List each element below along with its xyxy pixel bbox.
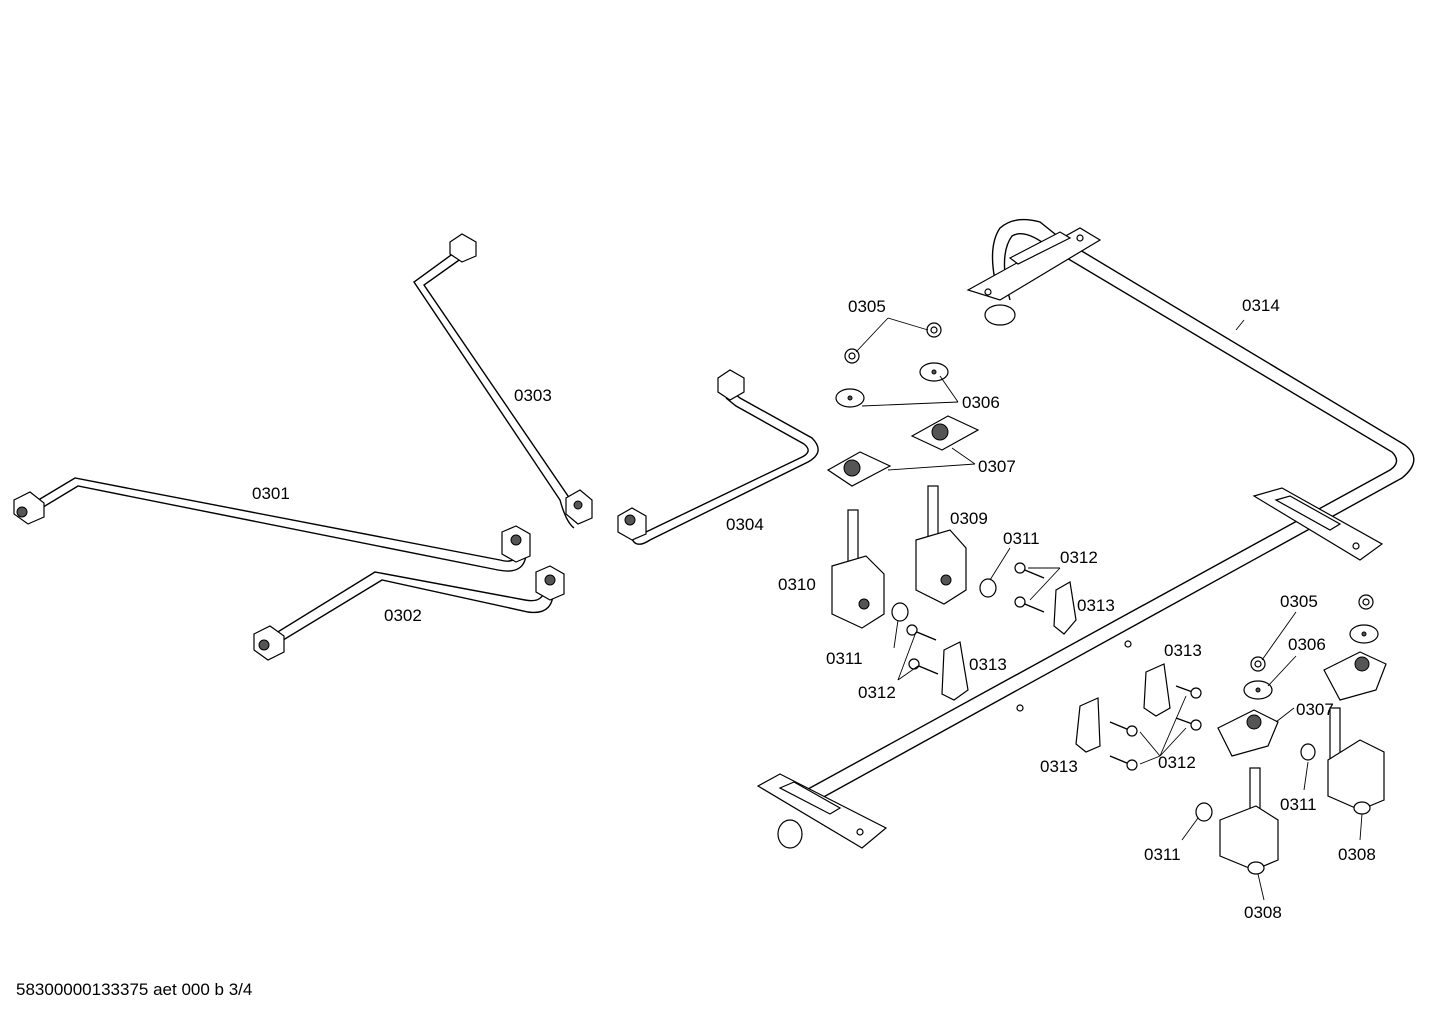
screw (1175, 685, 1202, 699)
label-0307: 0307 (1296, 700, 1334, 719)
label-0311: 0311 (1003, 529, 1040, 548)
lock-washer (926, 322, 942, 338)
label-0308: 0308 (1244, 903, 1282, 922)
label-0313: 0313 (969, 655, 1007, 674)
label-0305: 0305 (848, 297, 886, 316)
fitting-nut (449, 233, 477, 263)
label-0305: 0305 (1280, 592, 1318, 611)
label-0313: 0313 (1040, 757, 1078, 776)
burner-frame-0314 (756, 218, 1415, 849)
gas-valve-0308 (1327, 707, 1385, 815)
clip (1053, 581, 1077, 635)
label-0310: 0310 (778, 575, 816, 594)
gas-valve-0308 (1219, 767, 1279, 875)
lock-washer (1250, 656, 1266, 672)
label-0306: 0306 (1288, 635, 1326, 654)
lock-washer (1358, 594, 1374, 610)
screw (1014, 596, 1045, 613)
fitting-nut (717, 369, 745, 401)
flat-washer (1349, 624, 1379, 644)
fitting-nut (253, 625, 285, 661)
fitting-nut (617, 507, 647, 541)
clip (1143, 663, 1171, 717)
gas-valve-0309 (915, 485, 967, 605)
screw (908, 658, 939, 675)
label-0311: 0311 (1280, 795, 1317, 814)
label-0306: 0306 (962, 393, 1000, 412)
label-0307: 0307 (978, 457, 1016, 476)
label-0309: 0309 (950, 509, 988, 528)
fitting-nut (565, 489, 593, 525)
lock-washer (844, 348, 860, 364)
screw (906, 624, 937, 641)
label-0312: 0312 (858, 683, 896, 702)
seal-ring (891, 602, 909, 622)
fitting-nut (535, 565, 565, 601)
pipe-0303 (413, 233, 593, 529)
flat-washer (1243, 680, 1273, 700)
screw (1109, 755, 1138, 771)
label-0312: 0312 (1060, 548, 1098, 567)
screw (1109, 721, 1138, 737)
fitting-nut (501, 525, 531, 563)
valve-bracket (910, 415, 980, 451)
label-0312: 0312 (1158, 753, 1196, 772)
seal-ring (1300, 743, 1316, 761)
clip (941, 641, 969, 701)
flat-washer (919, 362, 949, 382)
label-0314: 0314 (1242, 296, 1280, 315)
fitting-nut (13, 491, 45, 525)
mounting-bracket (1252, 487, 1384, 561)
document-id-footer: 58300000133375 aet 000 b 3/4 (16, 980, 253, 999)
seal-ring (1195, 802, 1213, 822)
leader-lines (855, 317, 1363, 901)
mounting-bracket (966, 227, 1102, 301)
label-0311: 0311 (826, 649, 863, 668)
pipe-0302 (253, 565, 565, 661)
mounting-bracket (756, 773, 888, 849)
valve-bracket (826, 451, 892, 487)
valve-bracket (1323, 651, 1387, 701)
clip (1075, 697, 1101, 753)
pipe-0304 (617, 369, 819, 545)
flat-washer (835, 388, 865, 408)
label-0313: 0313 (1077, 596, 1115, 615)
label-0303: 0303 (514, 386, 552, 405)
label-0304: 0304 (726, 515, 764, 534)
valve-bracket (1217, 709, 1279, 757)
pipe-0301 (13, 477, 531, 572)
screw (1014, 562, 1045, 579)
seal-ring (979, 578, 997, 598)
label-0313: 0313 (1164, 641, 1202, 660)
label-0302: 0302 (384, 606, 422, 625)
screw (1175, 717, 1202, 731)
gas-valve-0310 (831, 509, 885, 629)
label-0308: 0308 (1338, 845, 1376, 864)
label-0301: 0301 (252, 484, 290, 503)
label-0311: 0311 (1144, 845, 1181, 864)
